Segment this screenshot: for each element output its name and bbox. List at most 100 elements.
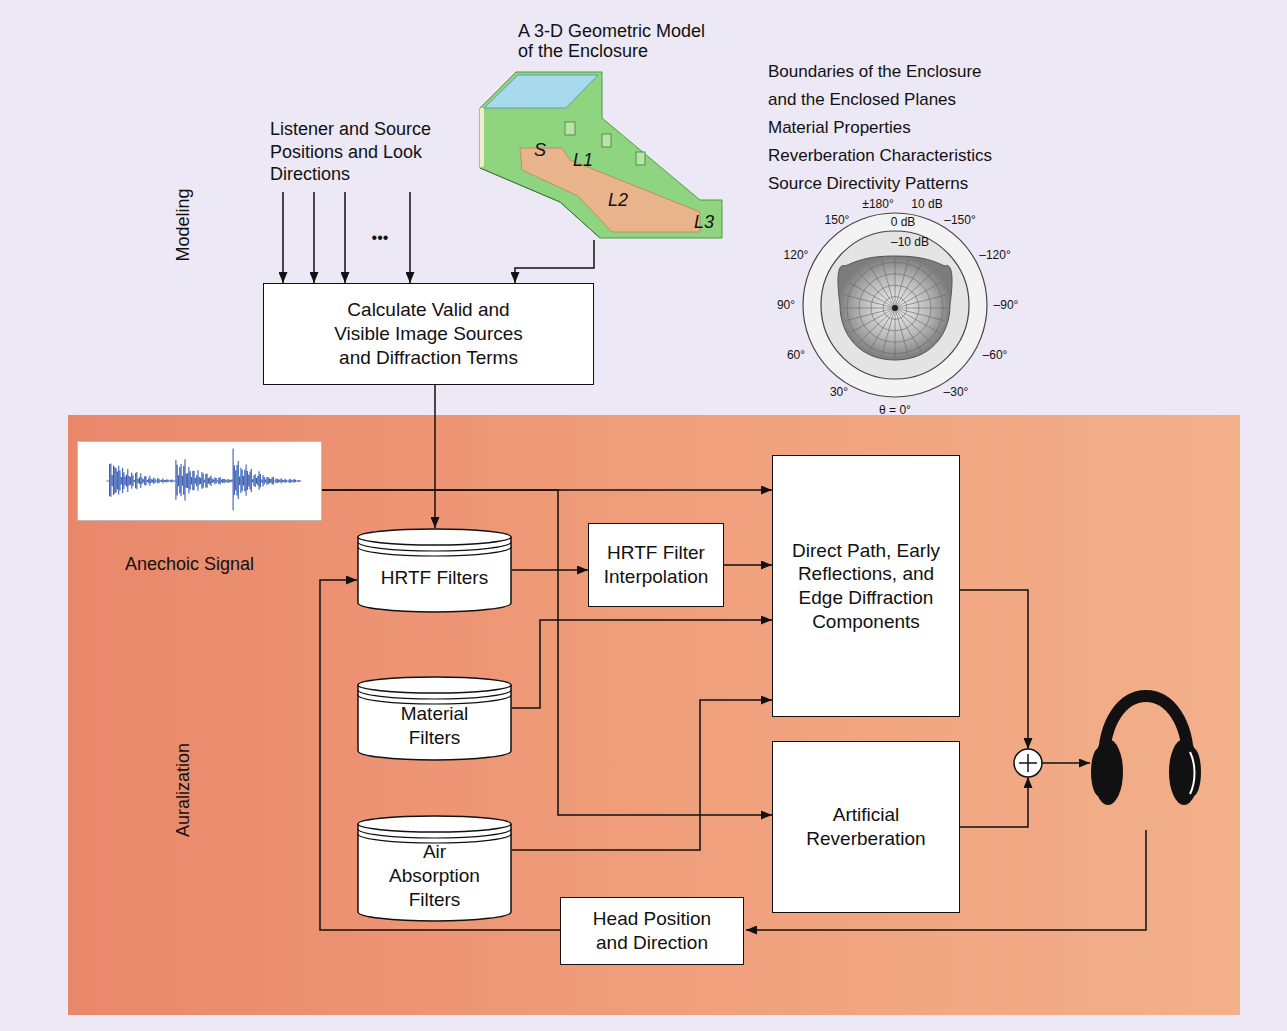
listener-arrows — [283, 192, 410, 283]
model-window — [602, 134, 611, 147]
process-box: Artificial Reverberation — [772, 741, 960, 913]
angle-tick: –90° — [994, 298, 1019, 313]
model-shapes — [480, 72, 722, 238]
filter-database: Air Absorption Filters — [357, 815, 512, 921]
grid-stroke — [895, 308, 909, 356]
wall-edge — [480, 108, 484, 168]
grid-stroke — [882, 308, 896, 356]
grid-ring — [859, 274, 931, 342]
grid-ring — [871, 285, 919, 331]
flow-arrow — [724, 564, 772, 566]
grid-stroke — [845, 295, 895, 308]
grid-stroke — [895, 308, 945, 321]
grid-ring — [883, 297, 907, 320]
figure-caption: Anechoic Signal — [77, 553, 302, 576]
box-label: HRTF Filters — [381, 566, 488, 590]
box-label: Air Absorption Filters — [385, 840, 485, 911]
room-volume — [480, 72, 722, 238]
angle-tick: –120° — [979, 248, 1011, 263]
cylinder-rim — [358, 690, 511, 699]
model-window — [565, 122, 575, 135]
auralization-band: AuralizationAnechoic SignalHRTF FiltersH… — [68, 415, 1240, 1015]
roof-glass — [484, 75, 598, 108]
input-note: Listener and Source Positions and Look D… — [270, 118, 470, 186]
angle-tick: 150° — [825, 213, 850, 228]
waveform-trace — [107, 449, 301, 511]
signal-source: Anechoic Signal — [77, 441, 322, 581]
section-title: Modeling — [172, 188, 195, 261]
filter-database: HRTF Filters — [357, 528, 512, 612]
box-label: Material Filters — [385, 702, 485, 750]
output-wiring — [746, 590, 1146, 930]
waveform-plot — [77, 441, 322, 521]
model-note: Source Directivity Patterns — [768, 170, 968, 198]
angle-tick: 90° — [777, 298, 795, 313]
process-box: HRTF Filter Interpolation — [588, 523, 724, 607]
grid-stroke — [895, 283, 940, 308]
floor-plane — [520, 148, 700, 232]
model-marker: L3 — [694, 211, 714, 234]
grid-ring — [847, 262, 943, 353]
cylinder-top — [358, 816, 511, 832]
figure-caption: A 3-D Geometric Model of the Enclosure — [518, 22, 723, 62]
filter-database: Material Filters — [357, 676, 512, 760]
process-box: Direct Path, Early Reflections, and Edge… — [772, 455, 960, 717]
model-window — [636, 152, 645, 165]
headphones-icon — [1091, 696, 1201, 805]
process-box: Head Position and Direction — [560, 897, 744, 965]
grid-stroke — [895, 308, 921, 351]
model-marker: L2 — [608, 189, 628, 212]
grid-stroke — [843, 308, 895, 309]
flow-arrow — [512, 620, 772, 708]
grid-stroke — [895, 308, 947, 309]
box-label: Calculate Valid and Visible Image Source… — [324, 298, 534, 369]
grid-stroke — [895, 295, 945, 308]
angle-tick: 60° — [787, 348, 805, 363]
angle-tick: –30° — [944, 385, 969, 400]
model-note: Reverberation Characteristics — [768, 142, 992, 170]
summing-junction — [1014, 749, 1042, 777]
flow-arrow — [512, 700, 772, 850]
ellipsis: ••• — [372, 228, 389, 248]
process-box: Calculate Valid and Visible Image Source… — [263, 283, 594, 385]
angle-tick: –60° — [983, 348, 1008, 363]
box-label: Head Position and Direction — [582, 907, 722, 955]
box-label: Direct Path, Early Reflections, and Edge… — [782, 539, 950, 634]
flow-arrow — [320, 580, 560, 930]
directivity-plot — [803, 213, 987, 397]
box-label: Artificial Reverberation — [791, 803, 941, 851]
cylinder-rim — [358, 829, 511, 838]
angle-tick: ±180° — [862, 197, 893, 212]
grid-stroke — [895, 308, 896, 358]
level-tick: 10 dB — [911, 197, 942, 212]
angle-tick: 30° — [830, 385, 848, 400]
waveform-frame — [78, 442, 322, 521]
model-note: Material Properties — [768, 114, 911, 142]
cylinder-top — [358, 677, 511, 693]
grid-stroke — [882, 260, 896, 308]
cylinder-top — [358, 529, 511, 545]
angle-tick: 120° — [784, 248, 809, 263]
section-title: Auralization — [172, 743, 195, 837]
model-marker: S — [534, 139, 546, 162]
flow-arrow — [515, 240, 594, 283]
model-note: Boundaries of the Enclosure and the Encl… — [768, 58, 1008, 114]
grid-stroke — [895, 258, 896, 308]
model-edge — [480, 168, 600, 238]
cylinder-body — [358, 824, 511, 921]
flow-arrow — [434, 385, 436, 528]
cylinder-rim — [358, 547, 511, 556]
model-marker: L1 — [573, 149, 593, 172]
grid-stroke — [845, 308, 895, 321]
cylinder-body — [358, 685, 511, 760]
level-tick: 0 dB — [891, 215, 916, 230]
flow-arrow — [322, 490, 772, 815]
geometric-model: A 3-D Geometric Model of the Enclosure — [478, 22, 723, 240]
angle-tick: θ = 0° — [879, 403, 911, 418]
cylinder-body — [358, 537, 511, 612]
grid-stroke — [895, 260, 909, 308]
level-tick: –10 dB — [891, 235, 929, 250]
box-label: HRTF Filter Interpolation — [597, 541, 715, 589]
cylinder-rim — [358, 542, 511, 551]
cylinder-rim — [358, 695, 511, 704]
